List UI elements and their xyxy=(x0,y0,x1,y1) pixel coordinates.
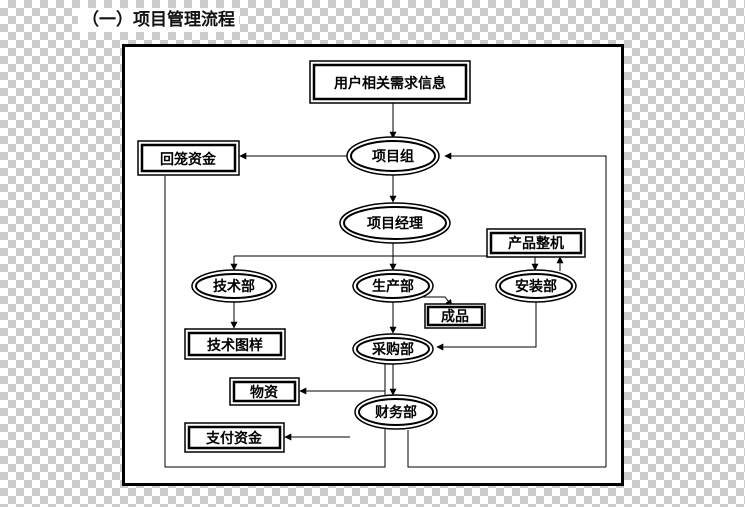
node-manager-label: 项目经理 xyxy=(367,215,423,232)
node-purchase: 采购部 xyxy=(352,333,434,365)
node-drawings-label: 技术图样 xyxy=(207,337,263,354)
node-assembly-label: 产品整机 xyxy=(508,235,564,252)
node-production-label: 生产部 xyxy=(372,278,414,295)
node-finished: 成品 xyxy=(424,303,486,329)
node-manager: 项目经理 xyxy=(339,202,451,244)
node-payment: 支付资金 xyxy=(184,422,285,453)
node-payment-label: 支付资金 xyxy=(205,430,263,447)
node-install: 安装部 xyxy=(495,269,577,303)
node-drawings: 技术图样 xyxy=(184,328,286,360)
edge-return-loop xyxy=(444,152,607,467)
node-group: 项目组 xyxy=(346,136,440,176)
node-info-label: 用户相关需求信息 xyxy=(334,75,446,92)
node-purchase-label: 采购部 xyxy=(371,341,414,358)
node-materials-label: 物资 xyxy=(250,384,278,401)
node-finance-label: 财务部 xyxy=(374,404,417,421)
node-info: 用户相关需求信息 xyxy=(309,60,471,104)
edge-production-finished xyxy=(418,296,453,307)
node-assembly: 产品整机 xyxy=(486,228,586,258)
node-tech-label: 技术部 xyxy=(213,278,255,295)
node-finance: 财务部 xyxy=(354,394,438,430)
edge-install-purchase xyxy=(436,302,537,351)
node-install-label: 安装部 xyxy=(515,278,557,295)
node-group-label: 项目组 xyxy=(372,148,414,165)
node-funds-return-label: 回笼资金 xyxy=(160,151,217,168)
page-title: （一）项目管理流程 xyxy=(78,8,239,32)
node-production: 生产部 xyxy=(352,269,434,303)
node-funds-return: 回笼资金 xyxy=(137,140,240,176)
edge-finance-loop xyxy=(407,430,606,468)
node-tech: 技术部 xyxy=(191,269,277,303)
edge-purchase-materials xyxy=(299,364,386,395)
node-finished-label: 成品 xyxy=(441,308,469,325)
node-materials: 物资 xyxy=(229,377,300,406)
